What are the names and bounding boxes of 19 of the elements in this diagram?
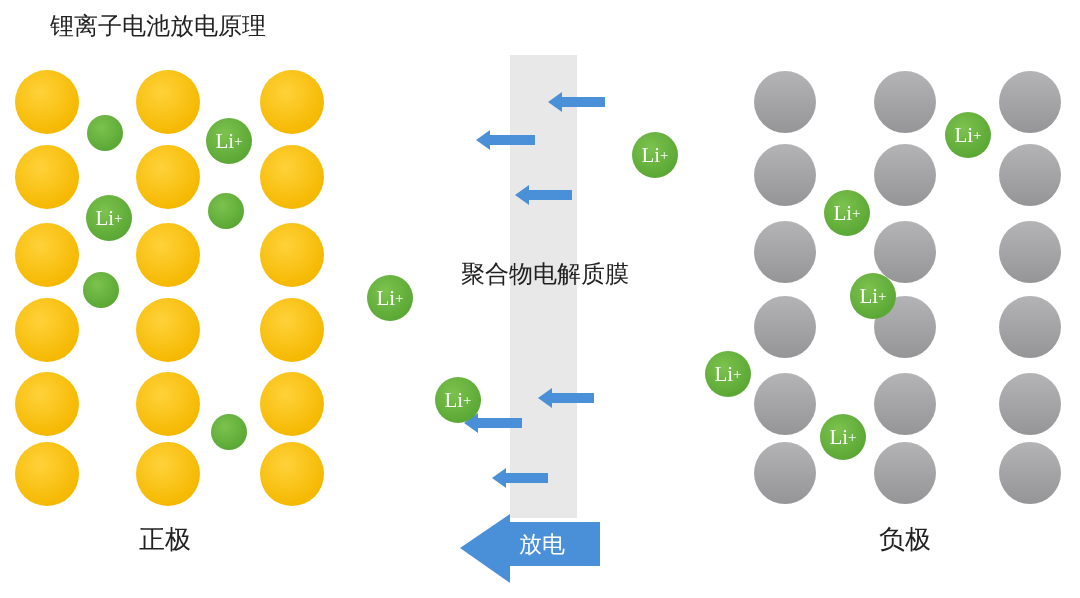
lithium-ion: Li$^{+}$ — [206, 118, 252, 164]
arrow-label: 放电 — [519, 530, 565, 559]
lithium-ion: Li$^{+}$ — [850, 273, 896, 319]
lithium-ion: Li$^{+}$ — [367, 275, 413, 321]
lithium-ion: Li$^{+}$ — [820, 414, 866, 460]
lithium-ion: Li$^{+}$ — [86, 195, 132, 241]
lithium-ion: Li$^{+}$ — [632, 132, 678, 178]
title: 锂离子电池放电原理 — [50, 11, 266, 42]
lithium-ion: Li$^{+}$ — [435, 377, 481, 423]
lithium-ion: Li$^{+}$ — [824, 190, 870, 236]
membrane-label: 聚合物电解质膜 — [461, 259, 629, 290]
lithium-ion: Li$^{+}$ — [705, 351, 751, 397]
electrode-label: 正极 — [139, 523, 191, 556]
ion-dot — [87, 115, 123, 151]
ion-dot — [83, 272, 119, 308]
lithium-ion: Li$^{+}$ — [945, 112, 991, 158]
electrode-label: 负极 — [879, 523, 931, 556]
ion-dot — [208, 193, 244, 229]
ion-dot — [211, 414, 247, 450]
